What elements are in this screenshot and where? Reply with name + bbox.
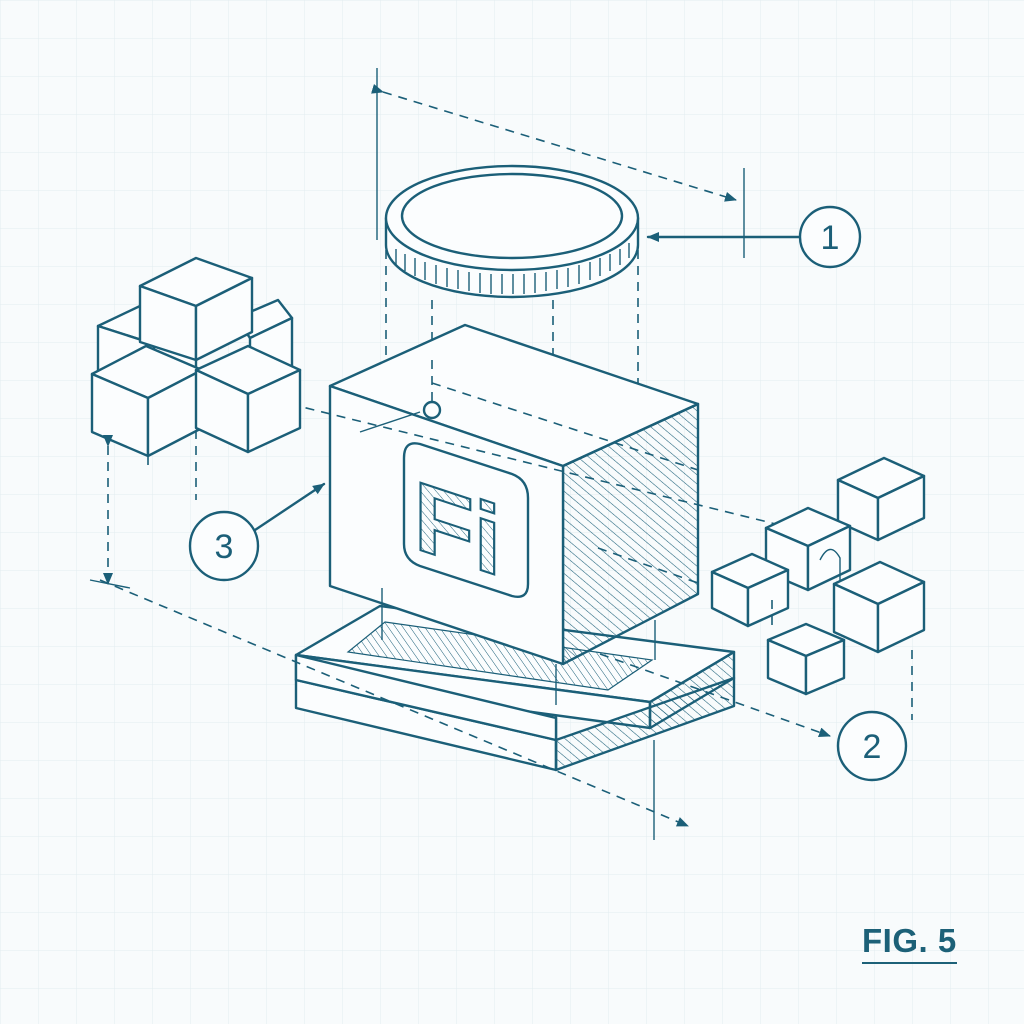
cube-icon [764,506,852,592]
figure-label: FIG. 5 [862,922,957,964]
cube-icon [90,344,204,458]
cube-icon [138,256,254,362]
callout-1: 1 [798,205,862,269]
fi-logo-icon: Fi [402,442,530,599]
cube-icon [194,344,302,454]
cube-icon [836,456,926,542]
callout-3-leader [250,482,326,534]
coin-icon [384,164,640,299]
callout-2: 2 [836,710,908,782]
callout-2-leader [599,653,831,738]
cube-icon [766,622,846,696]
callout-3-number: 3 [215,528,234,566]
cube-cluster-left [90,256,302,500]
cube-cluster-right [710,456,926,720]
callout-1-number: 1 [821,219,840,257]
callout-2-number: 2 [863,728,882,766]
base-plate [294,604,736,772]
callout-3: 3 [188,510,260,582]
cube-icon [832,560,926,654]
top-dimension [371,68,745,258]
cube-icon [710,552,790,628]
axis-line-upper [289,403,801,531]
left-dimension [89,435,689,840]
